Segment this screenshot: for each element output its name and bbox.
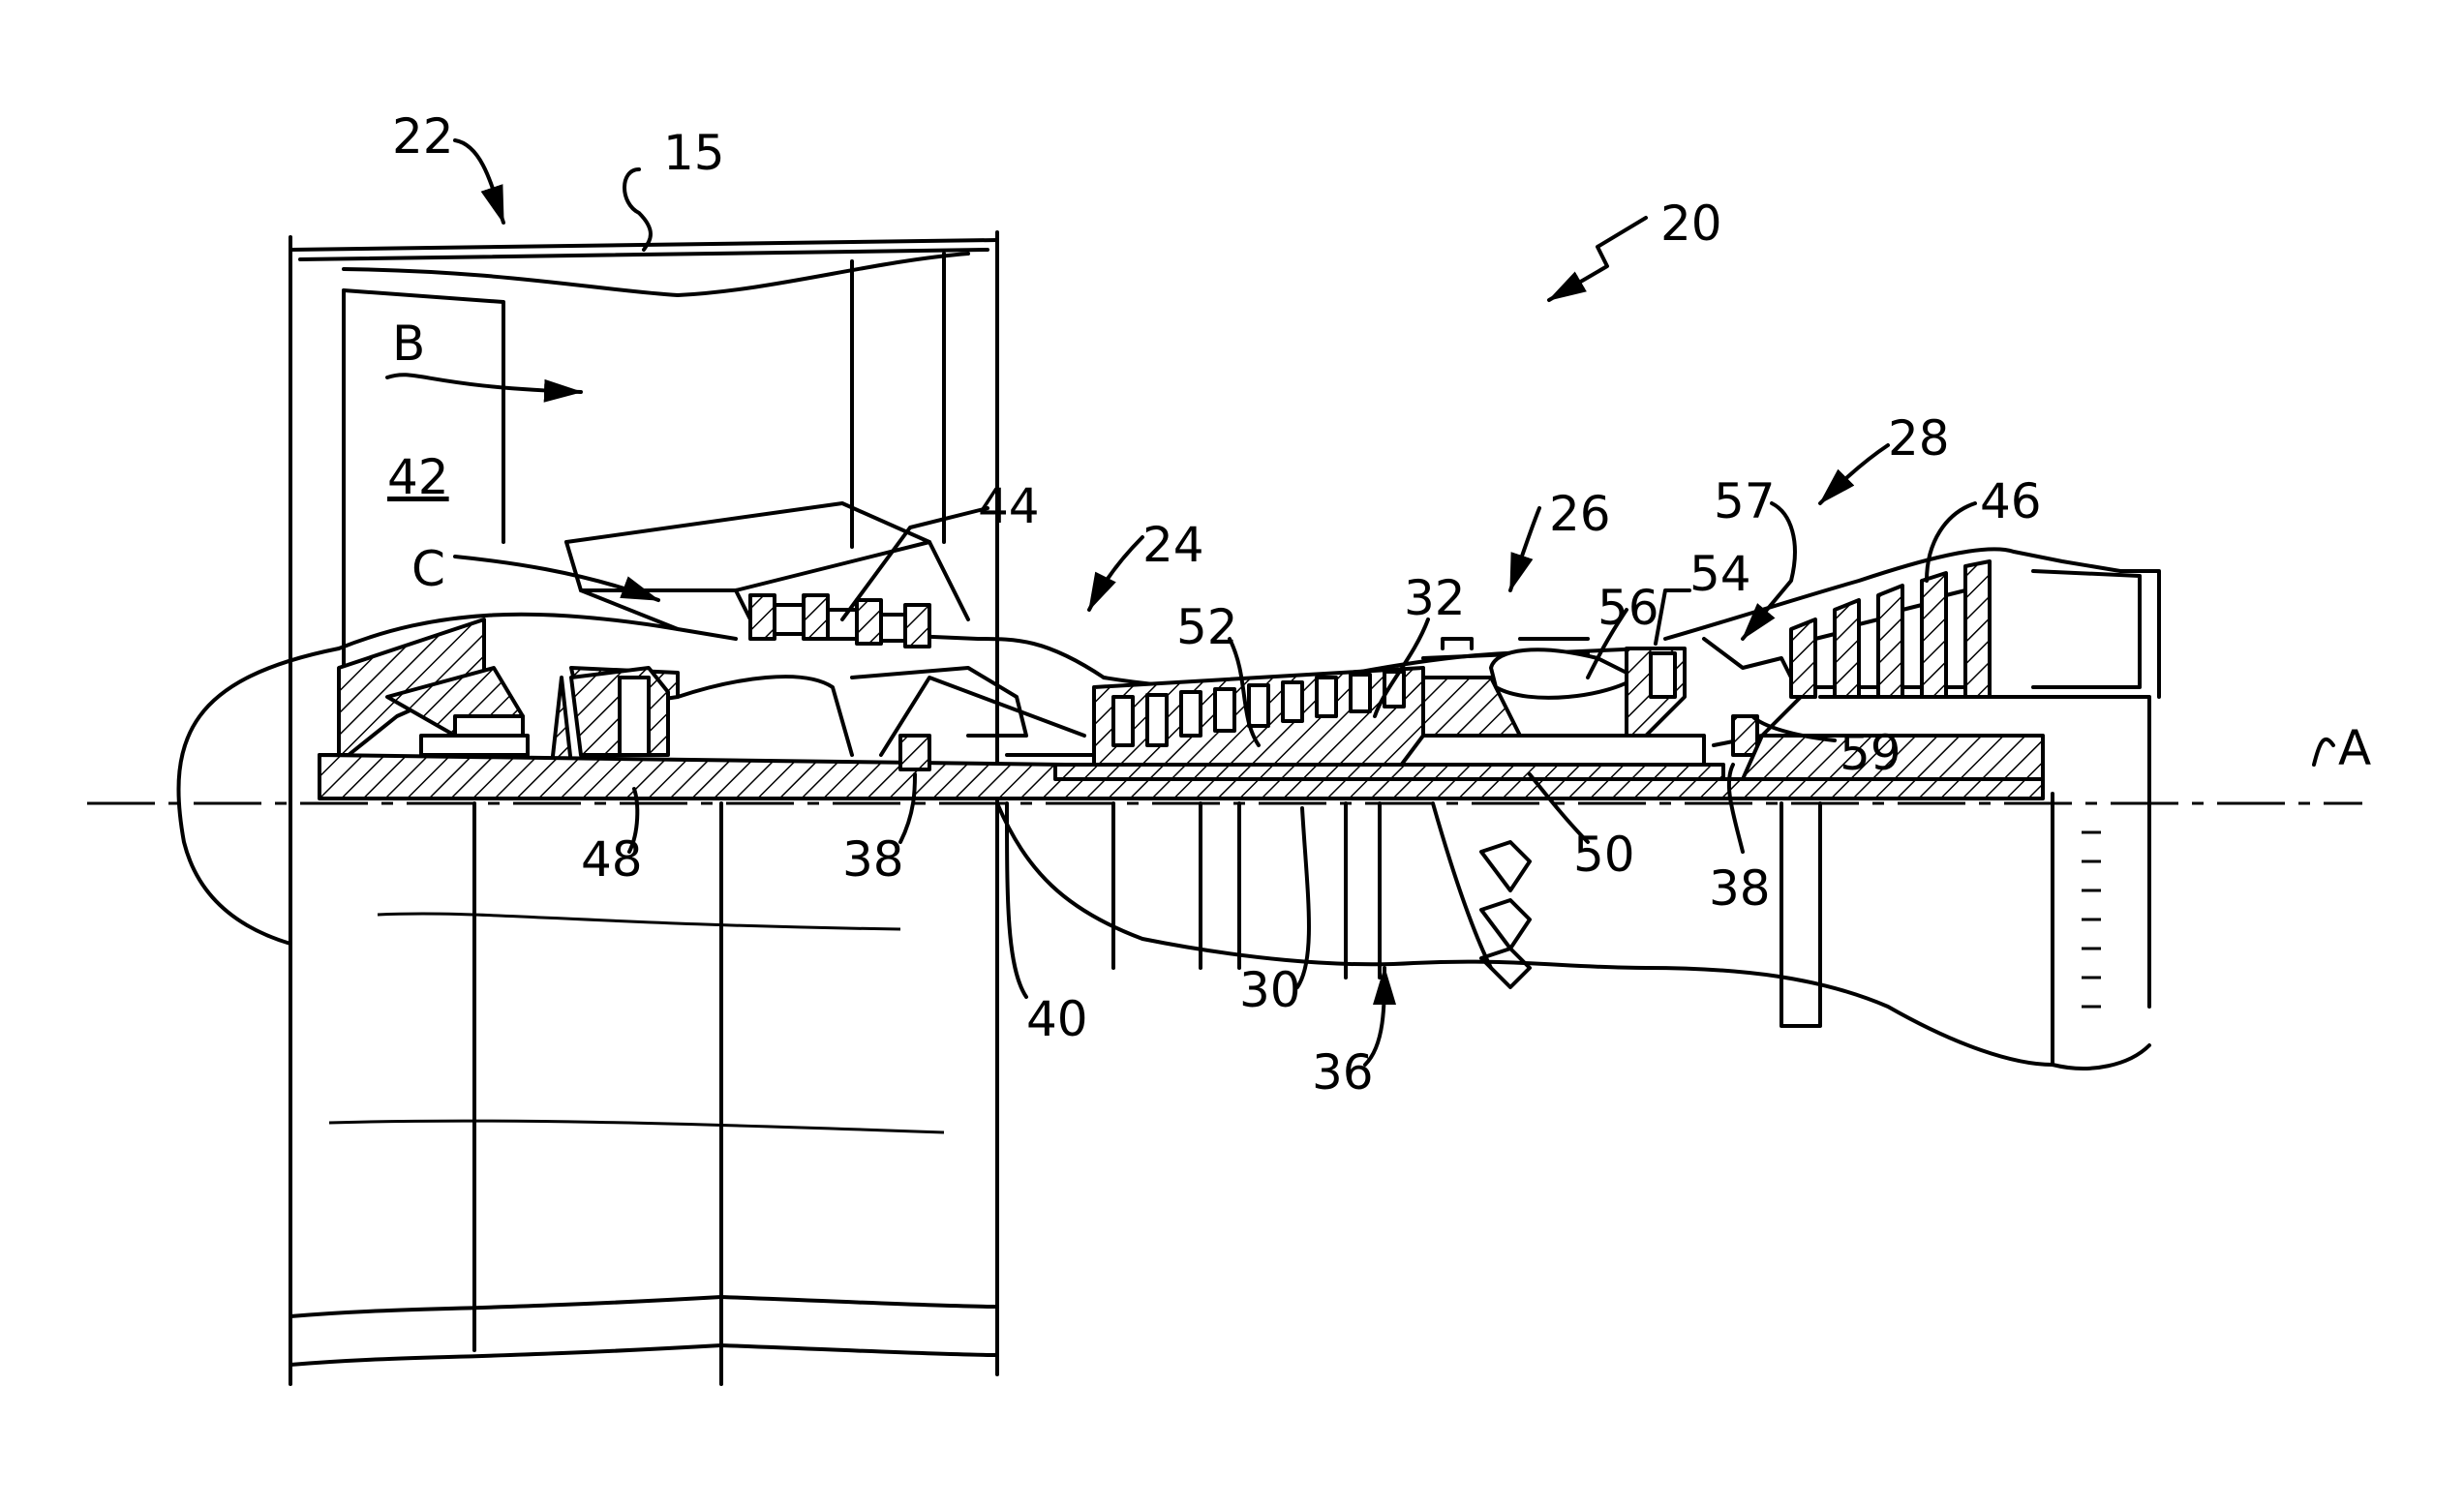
label-22: 22 [392, 108, 454, 165]
high-pressure-turbine [1627, 648, 1704, 765]
label-48: 48 [581, 831, 643, 888]
label-38-aft: 38 [1709, 860, 1771, 917]
label-28: 28 [1888, 410, 1950, 467]
label-24: 24 [1142, 517, 1204, 573]
label-15: 15 [663, 125, 725, 181]
lower-core-case [997, 803, 2053, 1065]
label-36: 36 [1312, 1044, 1374, 1100]
label-59: 59 [1840, 725, 1901, 781]
nacelle [290, 232, 997, 1384]
label-30: 30 [1239, 962, 1301, 1018]
spinner [178, 648, 339, 944]
label-38: 38 [842, 831, 904, 888]
label-46: 46 [1980, 473, 2042, 529]
label-C: C [411, 541, 445, 597]
label-56: 56 [1597, 580, 1659, 636]
exhaust-case [2014, 552, 2159, 1069]
low-pressure-compressor [750, 595, 929, 647]
label-50: 50 [1573, 827, 1635, 883]
label-54: 54 [1689, 546, 1751, 602]
label-26: 26 [1549, 486, 1611, 542]
outer-shaft [1055, 765, 1723, 779]
label-40: 40 [1026, 991, 1088, 1047]
label-20: 20 [1660, 196, 1722, 252]
combustor [1423, 639, 1646, 736]
label-44: 44 [978, 478, 1040, 534]
leaders [387, 140, 2333, 1065]
label-32: 32 [1404, 570, 1466, 626]
label-A: A [2338, 720, 2371, 776]
label-57: 57 [1714, 473, 1776, 529]
label-52: 52 [1176, 599, 1238, 655]
label-B: B [392, 316, 425, 372]
compressor-support [678, 668, 1094, 769]
label-42: 42 [387, 449, 449, 505]
